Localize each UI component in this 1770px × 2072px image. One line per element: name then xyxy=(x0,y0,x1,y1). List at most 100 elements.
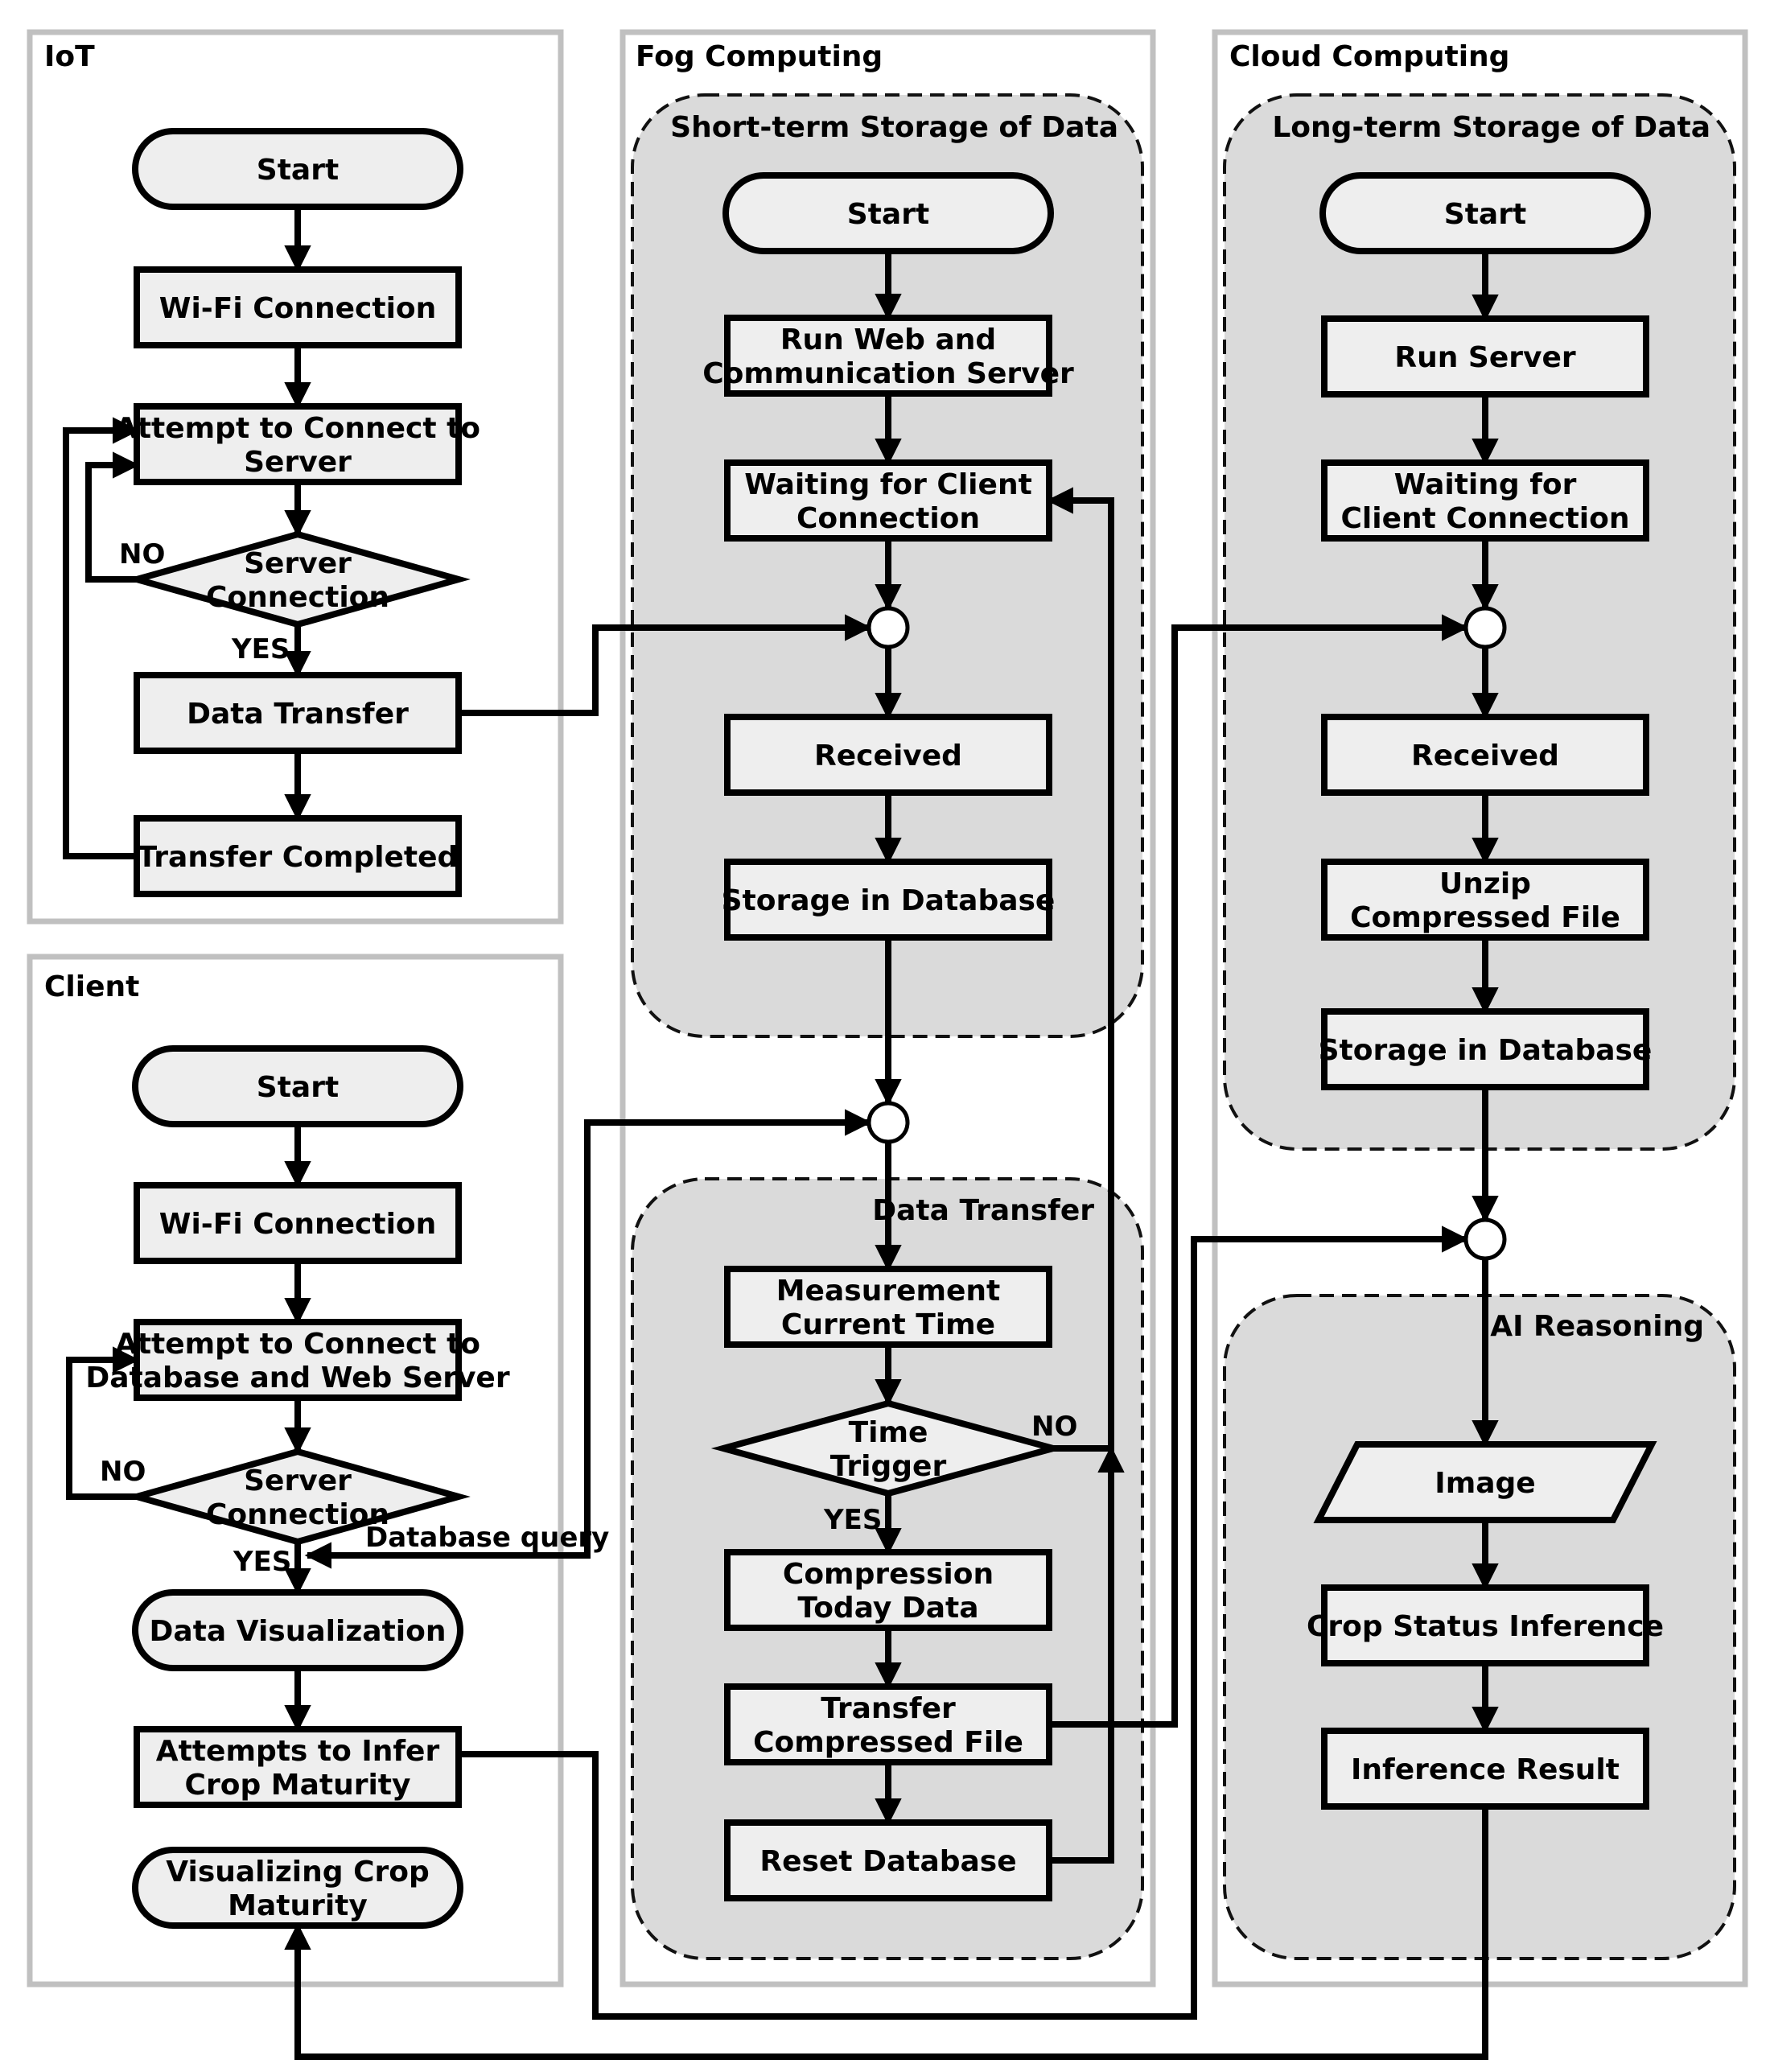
panel-iot: IoT xyxy=(27,29,564,925)
region-title: AI Reasoning xyxy=(1490,1310,1704,1343)
process-shape xyxy=(134,1182,462,1264)
fog-merge-junction-1 xyxy=(866,606,910,649)
process-shape xyxy=(724,1683,1052,1765)
panel-title: IoT xyxy=(44,40,95,73)
terminal-shape xyxy=(722,172,1054,254)
process-shape xyxy=(1321,859,1649,941)
node-label: Database and Web Server xyxy=(85,1361,509,1394)
process-shape xyxy=(1321,459,1649,542)
node-cc-start: Start xyxy=(1319,172,1651,254)
process-shape xyxy=(134,1319,462,1401)
node-label: Server xyxy=(244,446,352,479)
process-shape xyxy=(724,714,1052,796)
edge-label-cl-no: NO xyxy=(100,1456,146,1488)
fog-merge-junction-2 xyxy=(866,1101,910,1144)
edge-iot-to-fog xyxy=(459,614,872,716)
node-label: Storage in Database xyxy=(722,884,1056,917)
node-label: Server xyxy=(244,1464,352,1497)
node-label: Measurement xyxy=(776,1275,1001,1308)
edge-cl-decision-no xyxy=(66,1346,140,1500)
edge-fog-trigger-no xyxy=(1046,487,1114,1452)
process-shape xyxy=(724,315,1052,397)
node-label: Connection xyxy=(206,1498,389,1531)
node-label: Waiting for xyxy=(1394,468,1577,501)
cloud-merge-junction-1 xyxy=(1463,606,1507,649)
node-label: Received xyxy=(1411,739,1559,772)
node-iot-wifi: Wi-Fi Connection xyxy=(134,266,462,348)
node-fog-reset: Reset Database xyxy=(724,1819,1052,1901)
node-cl-visual: Data Visualization xyxy=(132,1589,463,1671)
panel-frame xyxy=(620,29,1156,1988)
process-shape xyxy=(1321,1728,1649,1810)
panel-frame xyxy=(1212,29,1748,1988)
node-cc-store: Storage in Database xyxy=(1319,1008,1653,1090)
node-cc-recv: Received xyxy=(1321,714,1649,796)
node-label: Compressed File xyxy=(753,1726,1023,1759)
terminal-shape xyxy=(132,1847,463,1929)
node-label: Transfer xyxy=(821,1692,956,1725)
process-shape xyxy=(1321,1008,1649,1090)
node-cc-run: Run Server xyxy=(1321,315,1649,398)
node-label: Communication Server xyxy=(702,357,1074,390)
region-title: Long-term Storage of Data xyxy=(1272,111,1710,144)
process-shape xyxy=(1321,1584,1649,1666)
node-label: Run Web and xyxy=(780,323,996,356)
cloud-merge-junction-2 xyxy=(1463,1217,1507,1261)
decision-shape xyxy=(710,1399,1066,1497)
node-label: Storage in Database xyxy=(1319,1034,1653,1067)
decision-shape xyxy=(125,1448,471,1546)
node-label: Data Visualization xyxy=(150,1615,447,1648)
edge-client-to-ai xyxy=(459,1225,1469,2020)
node-label: Compression xyxy=(783,1558,994,1591)
panel-frame xyxy=(27,29,564,925)
node-label: Attempts to Infer xyxy=(156,1735,440,1768)
node-label: Start xyxy=(257,1071,339,1104)
edge-label-db-query: Database query xyxy=(365,1522,609,1554)
node-label: Image xyxy=(1435,1467,1535,1500)
edge-fog-to-cloud xyxy=(1049,614,1469,1728)
node-label: Visualizing Crop xyxy=(166,1856,430,1889)
process-shape xyxy=(724,1266,1052,1348)
node-iot-completed: Transfer Completed xyxy=(134,815,462,897)
node-fog-start: Start xyxy=(722,172,1054,254)
node-label: Inference Result xyxy=(1351,1753,1620,1786)
decision-shape xyxy=(125,530,471,628)
node-label: Trigger xyxy=(830,1450,947,1483)
node-label: Data Transfer xyxy=(187,698,409,731)
node-label: Crop Status Inference xyxy=(1307,1610,1664,1643)
node-label: Start xyxy=(257,154,339,187)
node-cc-crop: Crop Status Inference xyxy=(1307,1584,1664,1666)
edge-fog-reset-loop xyxy=(1049,1445,1125,1864)
edge-label-fog-no: NO xyxy=(1031,1411,1077,1443)
terminal-shape xyxy=(1319,172,1651,254)
node-label: Today Data xyxy=(797,1592,978,1625)
node-label: Wi-Fi Connection xyxy=(159,1208,437,1241)
edge-label-iot-yes: YES xyxy=(231,633,290,665)
node-label: Maturity xyxy=(228,1889,368,1922)
node-label: Run Server xyxy=(1394,341,1575,374)
process-shape xyxy=(1321,315,1649,398)
region-title: Short-term Storage of Data xyxy=(670,111,1118,144)
process-shape xyxy=(1321,714,1649,796)
node-label: Server xyxy=(244,547,352,580)
node-cc-image: Image xyxy=(1313,1441,1657,1523)
process-shape xyxy=(134,815,462,897)
node-label: Crop Maturity xyxy=(185,1769,411,1802)
process-shape xyxy=(134,1726,462,1808)
process-shape xyxy=(724,859,1052,941)
node-label: Received xyxy=(814,739,962,772)
edge-label-iot-no: NO xyxy=(119,538,165,571)
terminal-shape xyxy=(132,128,463,210)
node-fog-recv: Received xyxy=(724,714,1052,796)
